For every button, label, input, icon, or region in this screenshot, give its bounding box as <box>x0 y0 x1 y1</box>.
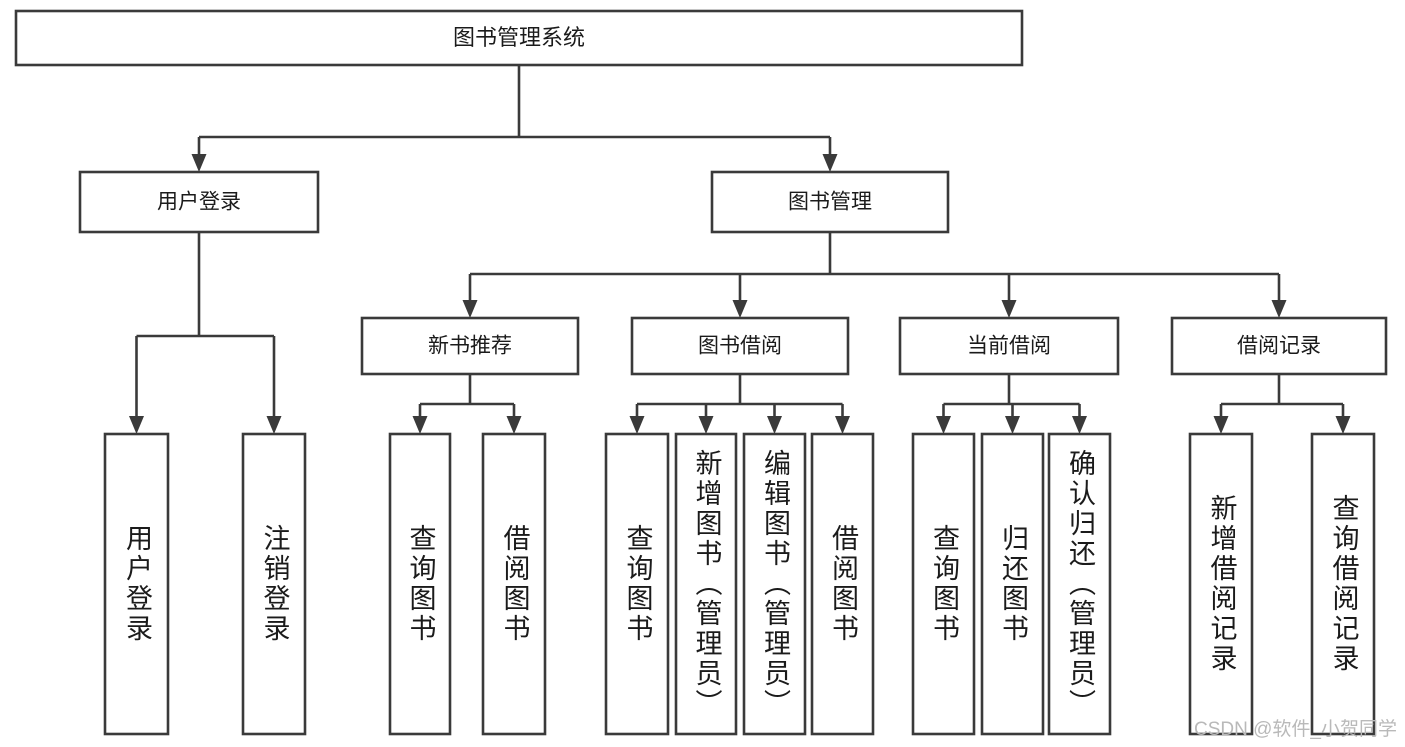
level3-2-to-leaf-2-head <box>1072 416 1087 434</box>
level3-1-to-leaf-1-head <box>698 416 714 434</box>
leaf-node-box-11[interactable] <box>1188 432 1254 736</box>
level3-node-box-1[interactable] <box>630 316 850 376</box>
level2-0-to-leaf-1-head <box>266 416 282 434</box>
level2-1-to-level3-1-head <box>732 300 748 318</box>
leaf-node-box-0[interactable] <box>103 432 170 736</box>
leaf-node-box-4[interactable] <box>604 432 670 736</box>
level2-1-to-level3-3-head <box>1271 300 1287 318</box>
level2-node-box-1[interactable] <box>710 170 950 234</box>
level3-node-box-3[interactable] <box>1170 316 1388 376</box>
root-to-level2-1-head <box>822 154 838 172</box>
level3-3-to-leaf-0-head <box>1213 416 1229 434</box>
level2-1-to-level3-0-head <box>462 300 478 318</box>
level3-0-to-leaf-0-head <box>412 416 428 434</box>
level3-1-to-leaf-3-head <box>835 416 850 434</box>
level3-1-to-leaf-0-head <box>629 416 645 434</box>
level3-node-label-2: 当前借阅 <box>967 335 1051 358</box>
leaf-node-box-2[interactable] <box>388 432 452 736</box>
level2-node-box-0[interactable] <box>78 170 320 234</box>
root-to-level2-0-head <box>191 154 207 172</box>
level2-0-to-leaf-0-head <box>129 416 144 434</box>
leaf-node-box-9[interactable] <box>980 432 1045 736</box>
leaf-node-box-1[interactable] <box>241 432 307 736</box>
leaf-node-box-6[interactable] <box>742 432 807 736</box>
leaf-node-box-3[interactable] <box>481 432 547 736</box>
level3-node-label-3: 借阅记录 <box>1237 335 1321 358</box>
root-node-label: 图书管理系统 <box>453 25 585 50</box>
level3-1-to-leaf-2-head <box>767 416 782 434</box>
connector-layer <box>129 65 1351 434</box>
leaf-node-box-7[interactable] <box>810 432 875 736</box>
level3-node-box-2[interactable] <box>898 316 1120 376</box>
level2-1-to-level3-2-head <box>1001 300 1017 318</box>
leaf-node-box-10[interactable] <box>1047 432 1112 736</box>
level3-2-to-leaf-1-head <box>1005 416 1020 434</box>
root-node-box[interactable] <box>14 9 1024 67</box>
level3-node-label-1: 图书借阅 <box>698 335 782 358</box>
level3-3-to-leaf-1-head <box>1335 416 1351 434</box>
level3-node-box-0[interactable] <box>360 316 580 376</box>
level2-node-label-0: 用户登录 <box>157 191 241 214</box>
leaf-node-box-8[interactable] <box>911 432 976 736</box>
leaf-node-box-5[interactable] <box>674 432 738 736</box>
level3-0-to-leaf-1-head <box>506 416 522 434</box>
leaf-node-box-12[interactable] <box>1310 432 1376 736</box>
level2-node-label-1: 图书管理 <box>788 191 872 214</box>
level3-node-label-0: 新书推荐 <box>428 335 512 358</box>
level3-2-to-leaf-0-head <box>936 416 951 434</box>
watermark: CSDN @软件_小贺同学 <box>1194 719 1397 740</box>
